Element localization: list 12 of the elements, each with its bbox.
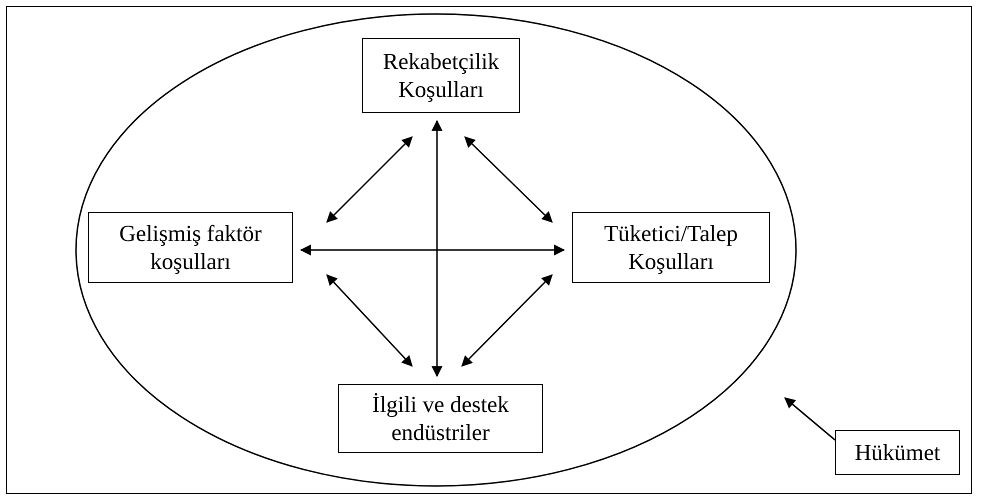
arrow [300, 244, 566, 256]
text-box: Hükümet [835, 430, 960, 475]
arrow [461, 274, 553, 367]
text-box: Gelişmiş faktör koşulları [88, 212, 293, 283]
arrow [464, 136, 553, 223]
text-box: Tüketici/Talep Koşulları [572, 212, 770, 283]
arrow [784, 397, 836, 441]
text-box: İlgili ve destek endüstriler [338, 384, 543, 453]
text-box: Rekabetçilik Koşulları [362, 38, 520, 113]
arrow [326, 274, 413, 367]
arrow [326, 136, 413, 223]
arrow [432, 120, 442, 378]
